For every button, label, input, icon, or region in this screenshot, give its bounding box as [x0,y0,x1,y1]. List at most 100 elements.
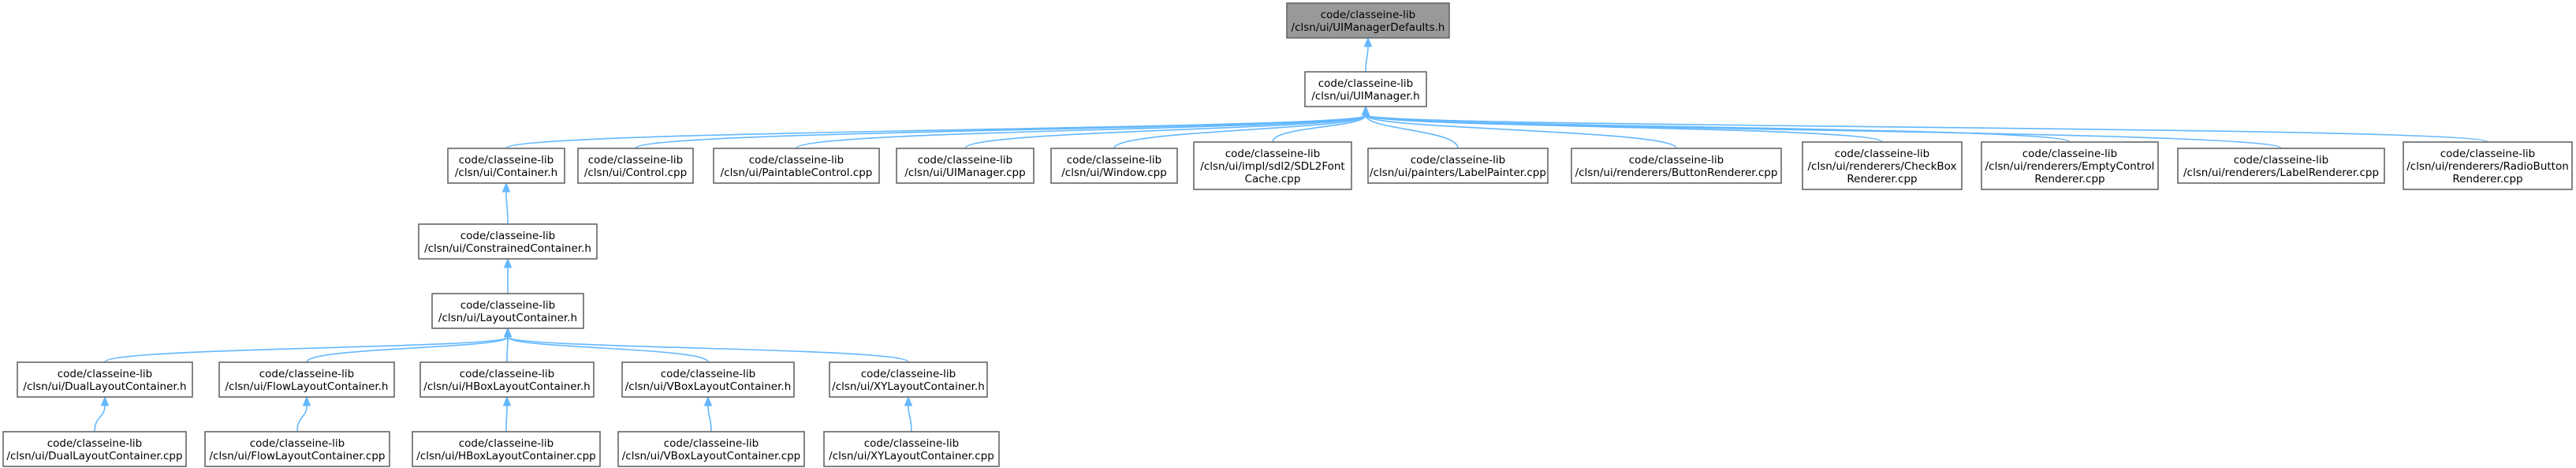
node-box [204,431,390,467]
node-label-line: code/classeine-lib [58,368,152,380]
node-vboxlayoutcontainer-h[interactable]: code/classeine-lib/clsn/ui/VBoxLayoutCon… [621,361,795,398]
edge-line [1113,114,1366,149]
node-label-line: /clsn/ui/renderers/RadioButton [2406,160,2569,173]
edge-line [296,405,308,432]
node-label-line: /clsn/ui/LayoutContainer.h [438,312,577,324]
node-label-line: code/classeine-lib [749,154,844,167]
node-paintablecontrol-cpp[interactable]: code/classeine-lib/clsn/ui/PaintableCont… [713,148,880,184]
edge-hboxlayoutcontainer-cpp-to-hboxlayoutcontainer-h [502,395,512,432]
node-label-line: code/classeine-lib [47,437,142,450]
edge-line [1365,114,1677,149]
edge-line [505,191,509,225]
node-uimanager-cpp[interactable]: code/classeine-lib/clsn/ui/UIManager.cpp [896,148,1035,184]
node-checkboxrenderer-cpp[interactable]: code/classeine-lib/clsn/ui/renderers/Che… [1802,141,1963,190]
node-label-line: /clsn/ui/VBoxLayoutContainer.cpp [622,450,801,462]
node-label-line: /clsn/ui/XYLayoutContainer.h [832,380,985,393]
edge-line [1365,114,2488,143]
node-radiobuttonrenderer-cpp[interactable]: code/classeine-lib/clsn/ui/renderers/Rad… [2403,141,2573,190]
node-hboxlayoutcontainer-h[interactable]: code/classeine-lib/clsn/ui/HBoxLayoutCon… [419,361,595,398]
node-uimanagerdefaults-h[interactable]: code/classeine-lib/clsn/ui/UIManagerDefa… [1286,2,1450,39]
node-label-line: code/classeine-lib [460,368,554,380]
node-label-line: /clsn/ui/UIManager.cpp [904,167,1025,179]
edge-arrowhead [904,395,913,406]
node-emptycontrolrenderer-cpp[interactable]: code/classeine-lib/clsn/ui/renderers/Emp… [1981,141,2159,190]
edge-line [94,405,106,432]
edge-vboxlayoutcontainer-cpp-to-vboxlayoutcontainer-h [703,395,713,432]
node-label-line: /clsn/ui/XYLayoutContainer.cpp [829,450,994,462]
node-box [896,148,1035,184]
node-box [1981,141,2159,190]
node-label-line: code/classeine-lib [460,230,555,242]
node-box [1050,148,1178,184]
node-box [713,148,880,184]
node-box [1193,141,1352,190]
node-box [1367,148,1549,184]
node-label-line: code/classeine-lib [259,368,354,380]
node-box [218,361,395,398]
node-box [577,148,694,184]
node-xylayoutcontainer-h[interactable]: code/classeine-lib/clsn/ui/XYLayoutConta… [829,361,988,398]
node-hboxlayoutcontainer-cpp[interactable]: code/classeine-lib/clsn/ui/HBoxLayoutCon… [412,431,601,467]
node-label-line: code/classeine-lib [1629,154,1724,167]
edge-arrowhead [703,395,713,406]
node-flowlayoutcontainer-h[interactable]: code/classeine-lib/clsn/ui/FlowLayoutCon… [218,361,395,398]
edge-arrowhead [100,395,110,406]
edge-labelpainter-cpp-to-uimanager-h [1361,105,1459,149]
node-label-line: /clsn/ui/DualLayoutContainer.cpp [6,450,182,462]
node-label-line: code/classeine-lib [861,368,956,380]
node-label-line: code/classeine-lib [918,154,1012,167]
edge-line [505,405,508,432]
node-labelrenderer-cpp[interactable]: code/classeine-lib/clsn/ui/renderers/Lab… [2177,148,2385,184]
node-layoutcontainer-h[interactable]: code/classeine-lib/clsn/ui/LayoutContain… [431,293,584,329]
node-uimanager-h[interactable]: code/classeine-lib/clsn/ui/UIManager.h [1304,71,1427,107]
edge-radiobuttonrenderer-cpp-to-uimanager-h [1361,105,2488,143]
edge-arrowhead [501,182,511,193]
node-label-line: Renderer.cpp [2034,173,2104,185]
node-flowlayoutcontainer-cpp[interactable]: code/classeine-lib/clsn/ui/FlowLayoutCon… [204,431,390,467]
node-label-line: /clsn/ui/FlowLayoutContainer.cpp [209,450,385,462]
node-label-line: /clsn/ui/HBoxLayoutContainer.cpp [416,450,595,462]
node-xylayoutcontainer-cpp[interactable]: code/classeine-lib/clsn/ui/XYLayoutConta… [823,431,1000,467]
node-sdl2fontcache-cpp[interactable]: code/classeine-lib/clsn/ui/impl/sdl2/SDL… [1193,141,1352,190]
node-box [418,223,598,260]
edge-line [506,336,509,363]
node-buttonrenderer-cpp[interactable]: code/classeine-lib/clsn/ui/renderers/But… [1571,148,1782,184]
node-window-cpp[interactable]: code/classeine-lib/clsn/ui/Window.cpp [1050,148,1178,184]
edge-line [104,336,509,363]
edge-line [964,114,1366,149]
node-label-line: code/classeine-lib [1225,148,1320,160]
node-label-line: /clsn/ui/DualLayoutContainer.h [23,380,186,393]
node-box [17,361,193,398]
node-vboxlayoutcontainer-cpp[interactable]: code/classeine-lib/clsn/ui/VBoxLayoutCon… [617,431,805,467]
node-control-cpp[interactable]: code/classeine-lib/clsn/ui/Control.cpp [577,148,694,184]
node-box [823,431,1000,467]
node-label-line: code/classeine-lib [1835,148,1929,160]
edge-layoutcontainer-h-to-constrainedcontainer-h [503,257,513,294]
node-label-line: code/classeine-lib [460,299,555,312]
node-label-line: /clsn/ui/painters/LabelPainter.cpp [1370,167,1546,179]
node-label-line: /clsn/ui/renderers/LabelRenderer.cpp [2183,167,2379,179]
node-label-line: code/classeine-lib [1067,154,1161,167]
node-box [1304,71,1427,107]
node-duallayoutcontainer-h[interactable]: code/classeine-lib/clsn/ui/DualLayoutCon… [17,361,193,398]
node-duallayoutcontainer-cpp[interactable]: code/classeine-lib/clsn/ui/DualLayoutCon… [2,431,187,467]
edge-arrowhead [302,395,311,406]
node-labelpainter-cpp[interactable]: code/classeine-lib/clsn/ui/painters/Labe… [1367,148,1549,184]
edge-duallayoutcontainer-cpp-to-duallayoutcontainer-h [94,395,110,432]
edge-arrowhead [502,395,512,406]
node-label-line: /clsn/ui/Window.cpp [1061,167,1167,179]
node-box [2,431,187,467]
node-label-line: /clsn/ui/UIManager.h [1311,90,1419,103]
edge-xylayoutcontainer-cpp-to-xylayoutcontainer-h [904,395,913,432]
node-box [419,361,595,398]
node-box [447,148,565,184]
node-container-h[interactable]: code/classeine-lib/clsn/ui/Container.h [447,148,565,184]
node-label-line: /clsn/ui/Container.h [455,167,557,179]
node-label-line: /clsn/ui/renderers/EmptyControl [1985,160,2155,173]
node-box [2177,148,2385,184]
edge-arrowhead [503,257,513,268]
node-label-line: code/classeine-lib [661,368,755,380]
node-constrainedcontainer-h[interactable]: code/classeine-lib/clsn/ui/ConstrainedCo… [418,223,598,260]
